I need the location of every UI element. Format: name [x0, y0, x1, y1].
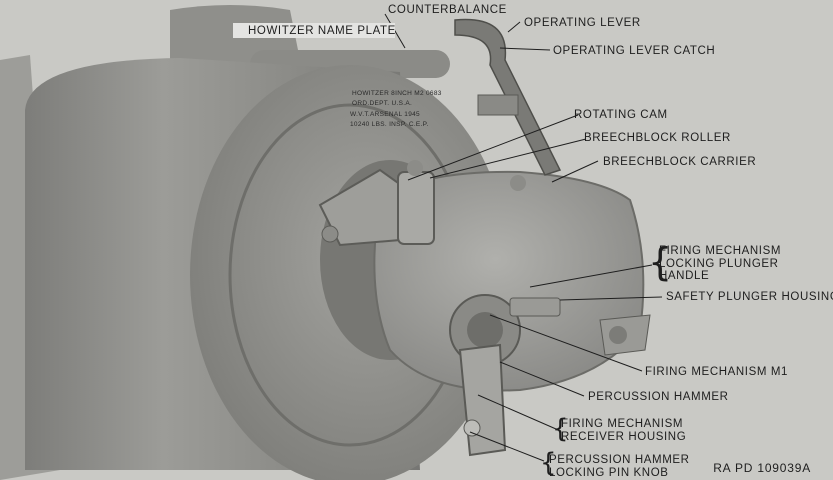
leader-firing-mechanism	[489, 314, 643, 372]
leader-roller	[429, 138, 587, 179]
label-operating-lever: OPERATING LEVER	[524, 17, 641, 29]
label-operating-lever-catch: OPERATING LEVER CATCH	[553, 45, 716, 57]
leader-carrier	[551, 160, 599, 183]
name-plate-label-bg	[233, 23, 395, 38]
label-breechblock-roller: BREECHBLOCK ROLLER	[584, 132, 731, 144]
breechblock-roller-shape	[397, 171, 435, 245]
label-locking-plunger-line-3: HANDLE	[659, 270, 710, 282]
label-locking-pin-line-1: PERCUSSION HAMMER	[549, 454, 690, 466]
label-percussion-hammer: PERCUSSION HAMMER	[588, 391, 729, 403]
brace-locking-plunger: {	[648, 240, 673, 284]
leader-lever-catch	[499, 47, 551, 51]
lever-catch-shape	[477, 94, 519, 116]
plate-line-4: 10240 LBS. INSP. C.E.P.	[350, 121, 429, 128]
leader-lines	[384, 13, 663, 462]
label-locking-plunger-line-2: LOCKING PLUNGER	[659, 257, 779, 270]
side-bolt	[609, 326, 627, 344]
label-locking-plunger-line-1: FIRING MECHANISM	[659, 245, 782, 257]
label-counterbalance: COUNTERBALANCE	[388, 4, 507, 16]
leader-percussion-hammer	[499, 361, 585, 397]
label-howitzer-name-plate: HOWITZER NAME PLATE	[248, 25, 396, 37]
label-safety-plunger-housing: SAFETY PLUNGER HOUSING	[666, 291, 833, 303]
label-locking-pin-line-2: LOCKING PIN KNOB	[549, 466, 669, 479]
firing-mechanism-center	[467, 312, 503, 348]
brace-receiver-housing: {	[552, 414, 569, 444]
leader-receiver-housing	[477, 394, 557, 430]
leader-rotating-cam	[407, 114, 579, 181]
label-firing-mechanism-locking-plunger-handle: FIRING MECHANISM LOCKING PLUNGER HANDLE	[659, 245, 781, 283]
label-receiver-housing-line-1: FIRING MECHANISM	[561, 418, 684, 430]
locking-pin-knob-shape	[463, 419, 481, 437]
figure-id: RA PD 109039A	[713, 461, 811, 475]
label-percussion-hammer-locking-pin-knob: PERCUSSION HAMMER LOCKING PIN KNOB	[549, 454, 690, 479]
safety-plunger-shape	[509, 297, 561, 317]
label-receiver-housing-line-2: RECEIVER HOUSING	[561, 430, 687, 443]
leader-locking-pin	[469, 431, 545, 462]
leader-locking-plunger	[529, 264, 653, 288]
plate-line-1: HOWITZER 8INCH M2 0683	[352, 90, 442, 97]
label-breechblock-carrier: BREECHBLOCK CARRIER	[603, 156, 757, 168]
plate-line-2: ORD.DEPT. U.S.A.	[352, 100, 413, 107]
brace-locking-pin-knob: {	[540, 448, 557, 478]
leader-operating-lever	[507, 21, 521, 33]
label-firing-mechanism-m1: FIRING MECHANISM M1	[645, 366, 789, 378]
carrier-stud	[510, 175, 526, 191]
leader-counterbalance	[384, 13, 406, 49]
label-firing-mechanism-receiver-housing: FIRING MECHANISM RECEIVER HOUSING	[561, 418, 686, 443]
roller-cap	[407, 160, 423, 176]
label-rotating-cam: ROTATING CAM	[574, 109, 668, 121]
plate-line-3: W.V.T.ARSENAL 1945	[350, 111, 420, 118]
cam-bolt	[321, 225, 339, 243]
leader-safety-plunger	[559, 296, 663, 301]
